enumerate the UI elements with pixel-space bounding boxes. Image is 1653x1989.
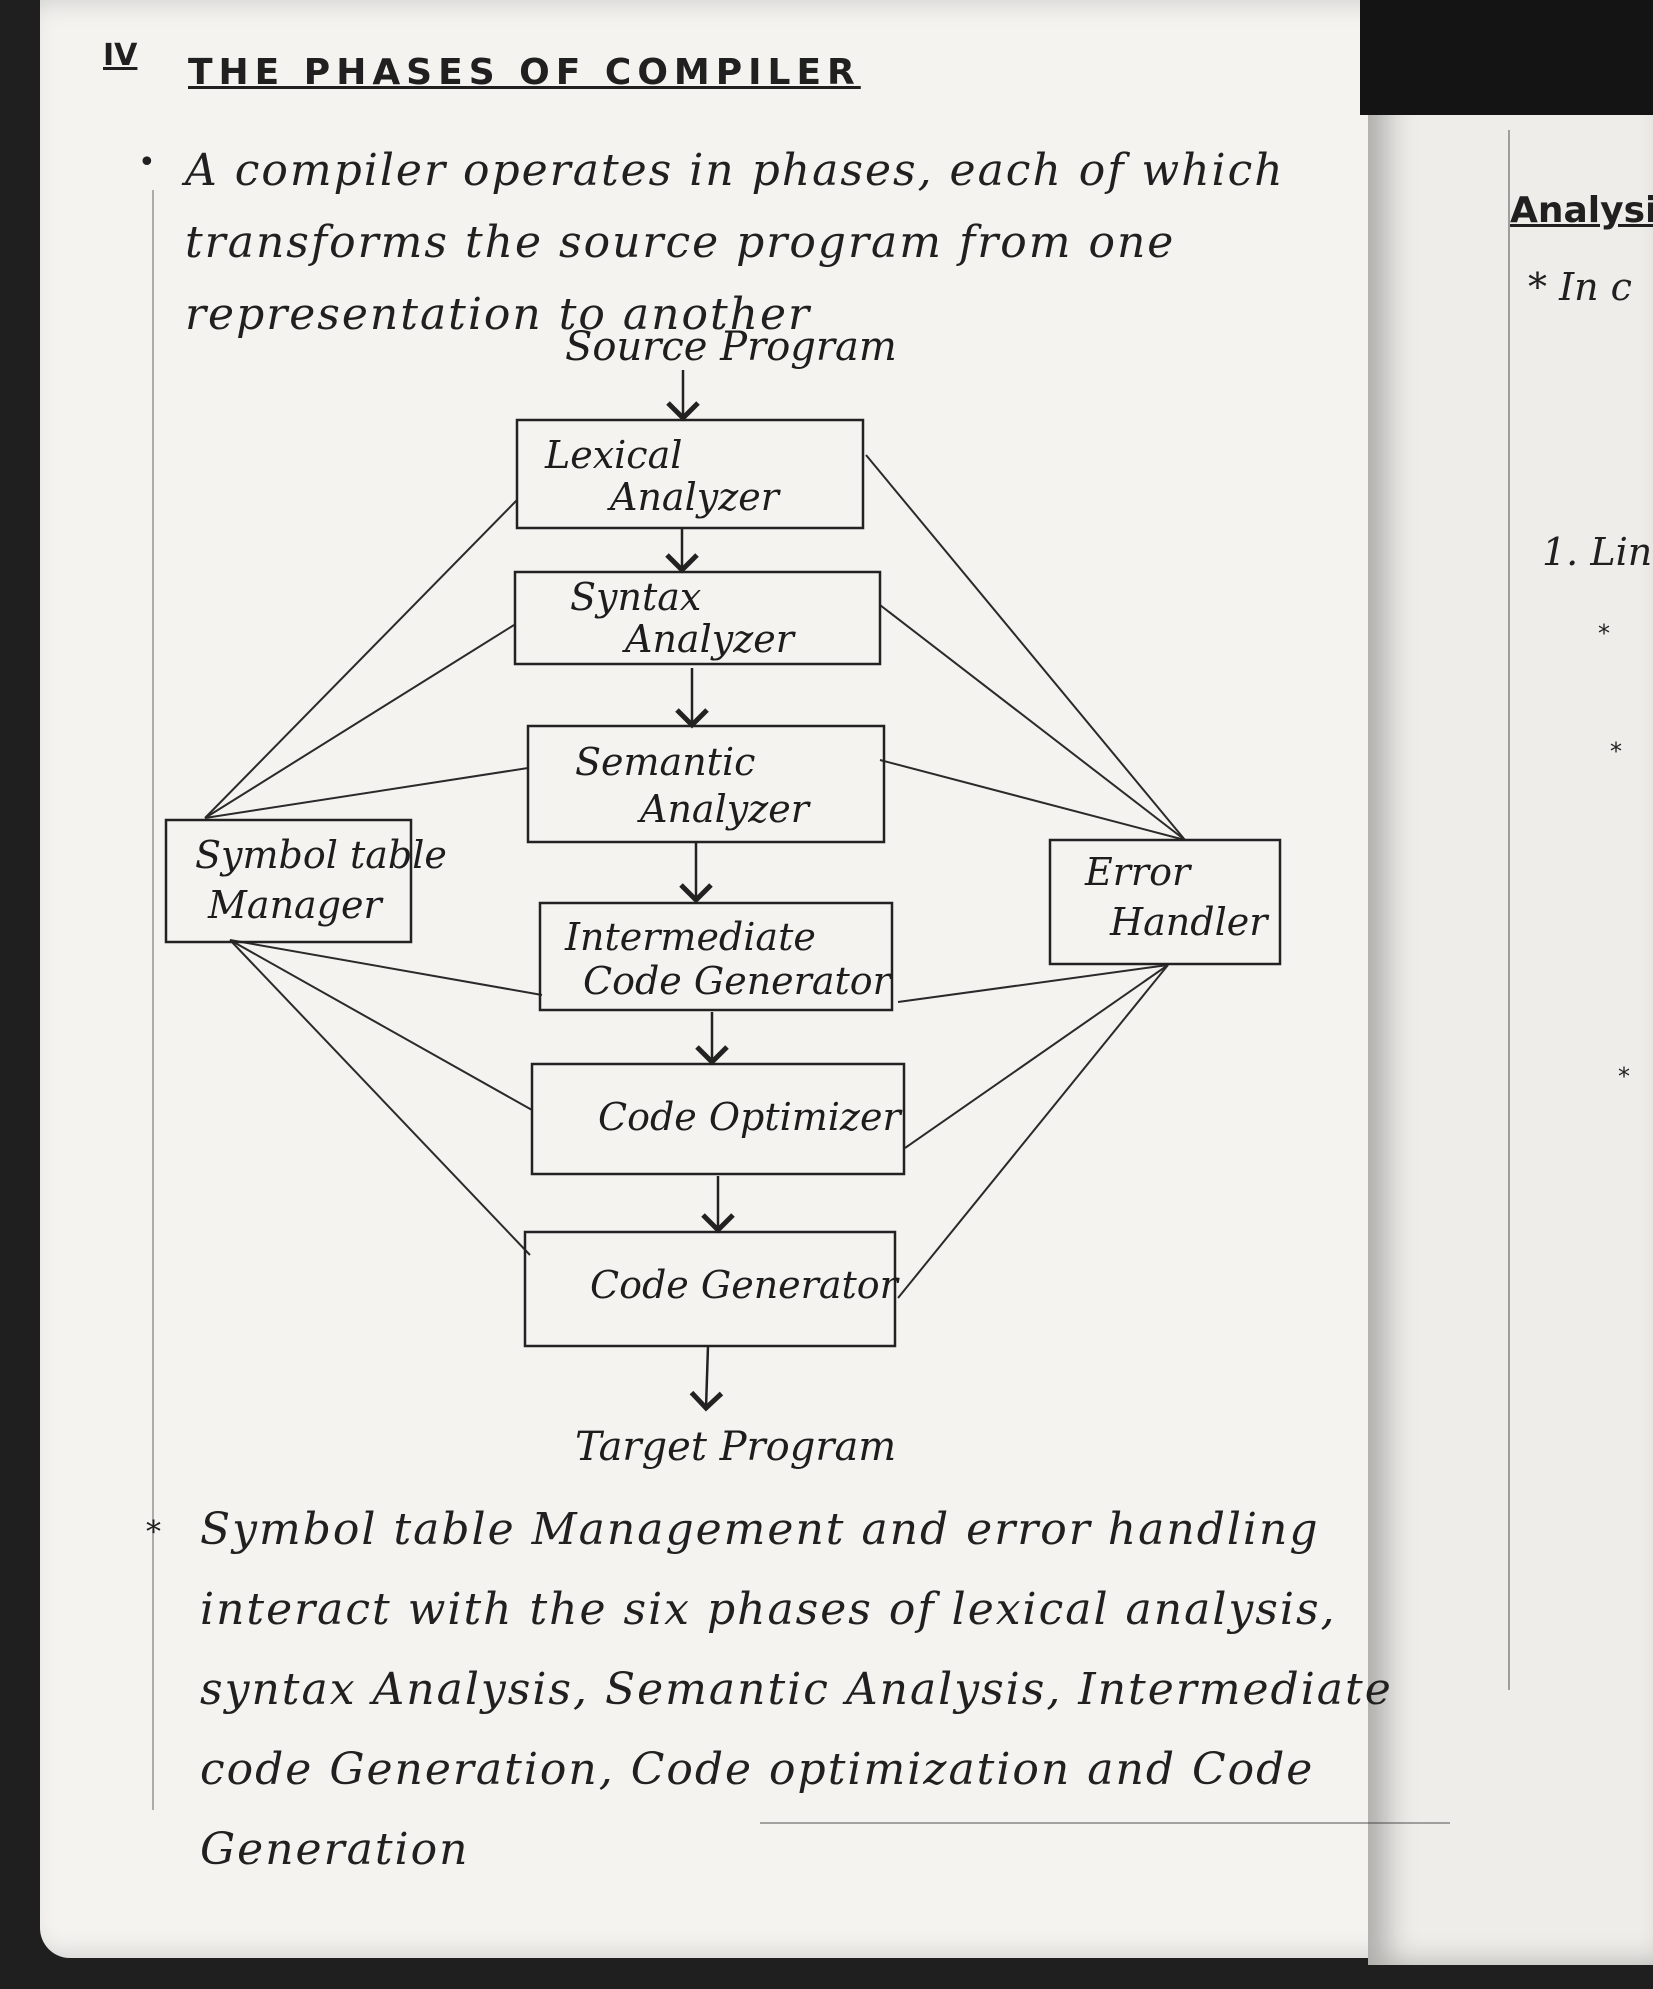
source-program-label: Source Program — [565, 324, 897, 370]
flow-arrows — [665, 370, 735, 1412]
right-notebook-page — [1368, 70, 1653, 1965]
phase-code-optimizer: Code Optimizer — [530, 1062, 906, 1176]
target-program-label: Target Program — [575, 1424, 896, 1470]
side-box-line-1: Symbol table — [195, 833, 447, 877]
side-box-line-1: Error — [1084, 850, 1193, 894]
phase-semantic-analyzer: Semantic Analyzer — [526, 724, 886, 844]
phase-line-2: Analyzer — [637, 787, 812, 831]
phase-lexical-analyzer: Lexical Analyzer — [515, 418, 865, 530]
phase-syntax-analyzer: Syntax Analyzer — [513, 570, 882, 666]
phase-intermediate-code-generator: Intermediate Code Generator — [538, 901, 894, 1012]
right-page-heading: Analysi — [1510, 190, 1653, 231]
margin-line — [152, 190, 154, 1810]
phase-line-1: Code Optimizer — [598, 1095, 903, 1139]
connector-lines — [204, 454, 1186, 1299]
right-page-star-mark: ⁎ — [1598, 612, 1610, 640]
page-title: THE PHASES OF COMPILER — [188, 52, 861, 93]
right-page-star-mark: ⁎ — [1610, 730, 1622, 758]
binder-edge — [1360, 0, 1653, 115]
intro-paragraph: A compiler operates in phases, each of w… — [185, 145, 1285, 340]
phase-line-2: Analyzer — [607, 475, 782, 519]
left-notebook-page — [40, 0, 1500, 1958]
error-handler-box: Error Handler — [1048, 838, 1282, 966]
phase-line-1: Syntax — [570, 575, 701, 619]
right-page-margin-line — [1508, 130, 1510, 1690]
summary-paragraph: Symbol table Management and error handli… — [200, 1504, 1393, 1875]
phase-line-1: Lexical — [544, 433, 682, 477]
ruled-line — [760, 1822, 1450, 1824]
side-box-line-2: Handler — [1109, 900, 1270, 944]
bullet-marker: * — [146, 1515, 161, 1550]
phase-line-1: Semantic — [575, 740, 755, 784]
bullet-marker: • — [138, 145, 156, 180]
side-box-line-2: Manager — [207, 883, 385, 927]
phase-line-1: Intermediate — [564, 915, 816, 959]
right-page-star-mark: ⁎ — [1618, 1055, 1630, 1083]
phase-line-1: Code Generator — [590, 1263, 901, 1307]
phase-line-2: Analyzer — [622, 617, 797, 661]
phase-line-2: Code Generator — [583, 959, 894, 1003]
right-page-item: 1. Lin — [1542, 530, 1653, 574]
section-number: IV — [103, 38, 138, 73]
symbol-table-manager-box: Symbol table Manager — [164, 818, 447, 944]
right-page-bullet: * In c — [1528, 265, 1632, 309]
phase-code-generator: Code Generator — [523, 1230, 901, 1348]
